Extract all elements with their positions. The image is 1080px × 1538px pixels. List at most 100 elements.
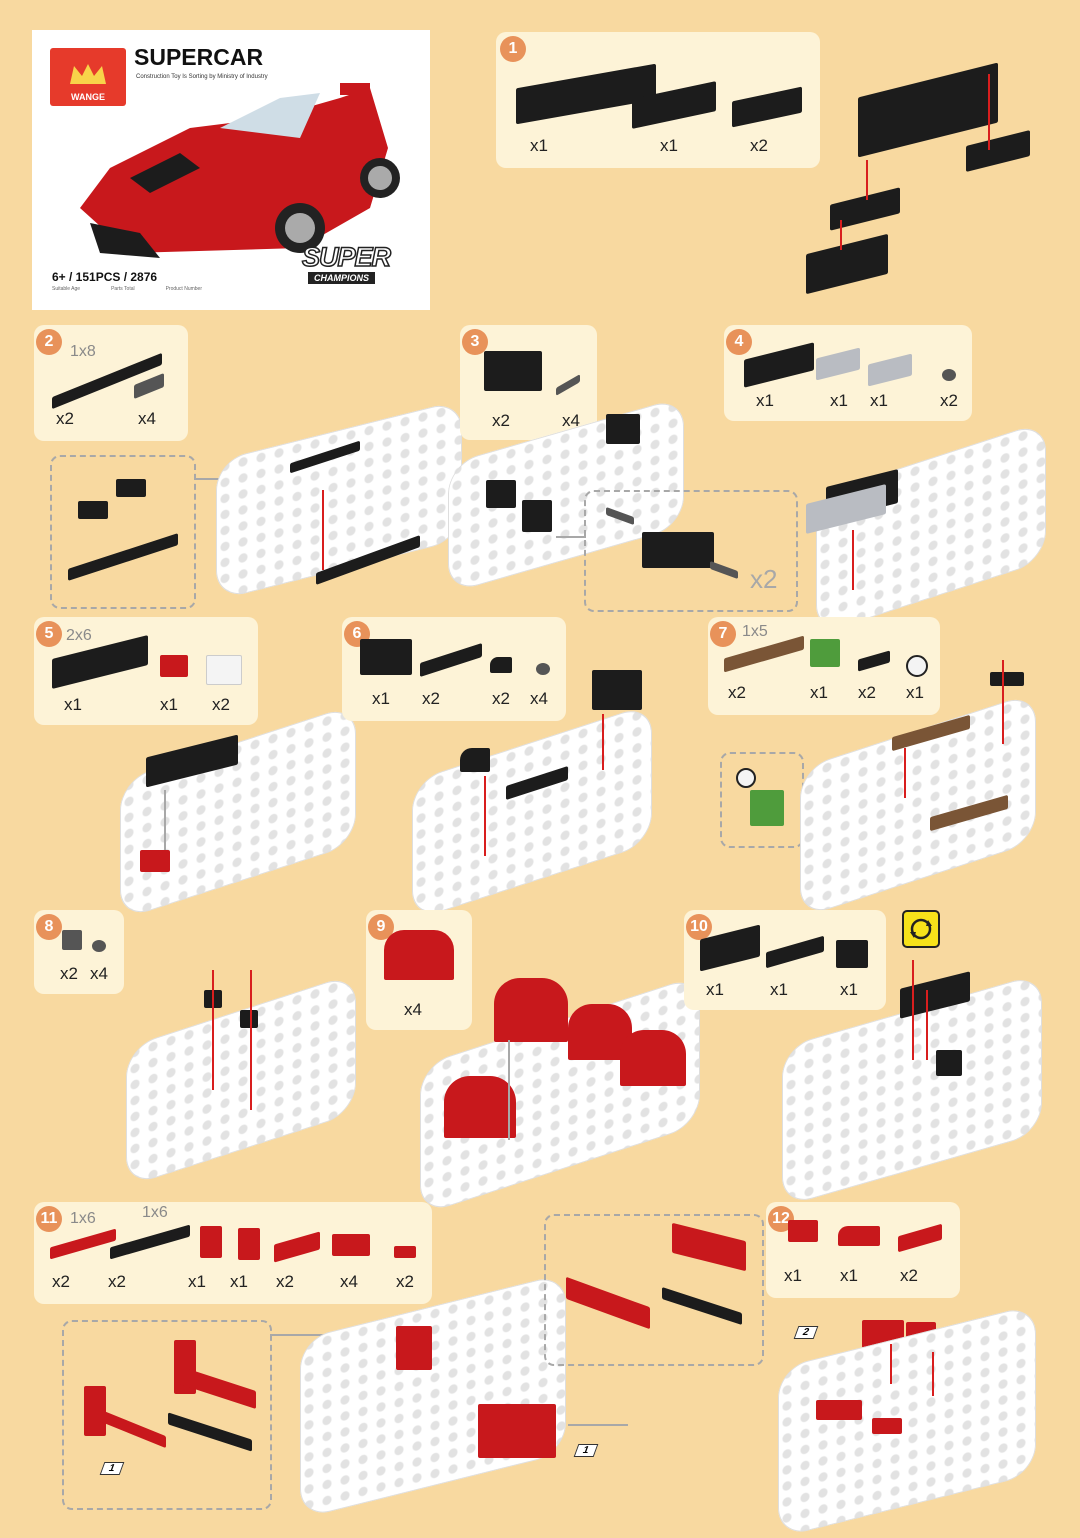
step-4-arrow [852,530,854,590]
rotate-model-icon [902,910,940,948]
step-10-model-brick-2 [936,1050,962,1076]
step-6-arrow-2 [484,776,486,856]
step-6-qty-4: x4 [530,689,548,708]
step-2-dim: 1x8 [70,343,96,360]
brown-plate-1x5-part [724,635,804,673]
red-wedge-left-part [200,1226,222,1258]
step-12-qty-1: x1 [784,1266,802,1285]
red-plate-1x1-part [394,1246,416,1258]
step-4-qty-3: x1 [870,391,888,410]
step-1-arrow-3 [988,74,990,150]
step-3-sub-pin-right [710,560,738,580]
step-12-arrow-2 [932,1352,934,1396]
step-11-qty-5: x2 [276,1272,294,1291]
step-3-sub-bracket [642,532,714,568]
step-7-dim: 1x5 [742,623,768,640]
step-5-qty-3: x2 [212,695,230,714]
step-10-qty-2: x1 [770,980,788,999]
badge-super-text: SUPER [301,241,392,273]
step-5-qty-2: x1 [160,695,178,714]
step-12-callout-a: 2 [793,1326,818,1339]
step-4-qty-1: x1 [756,391,774,410]
step-12-model-part-1 [816,1400,862,1420]
wheel-arch-part [384,930,454,980]
step-3-pointer-arrow [556,536,586,538]
plate-2x4-part [732,86,802,128]
step-7-model-plate-3 [990,672,1024,686]
step-8-arrow-1 [212,970,214,1090]
step-3-callout-qty: x2 [750,564,778,594]
plate-1x4-part [766,935,824,969]
step-7-arrow-1 [904,748,906,798]
step-12-qty-2: x1 [840,1266,858,1285]
step-8-parts-panel: 8 x2 x4 [34,910,124,994]
step-11-sub-tile [96,1407,166,1449]
step-4-model [816,420,1046,636]
step-10-qty-3: x1 [840,980,858,999]
round-plate-part [536,663,550,675]
badge-champions-text: CHAMPIONS [308,272,376,284]
step-5-dim: 2x6 [66,627,92,644]
step-11-sub-right-tile [566,1276,650,1330]
step-8-number: 8 [36,914,62,940]
step-9-guide-line [508,1040,510,1140]
step-1-assembly-plate [966,130,1030,172]
round-plate-part [92,940,106,952]
step-10-parts-panel: 10 x1 x1 x1 [684,910,886,1010]
step-11-subassembly-box-right [544,1214,764,1366]
step-2-sub-bracket-2 [116,479,146,497]
brick-1x2-part [836,940,868,968]
step-2-number: 2 [36,329,62,355]
step-3-subassembly-box: x2 [584,490,798,612]
red-curved-part [838,1226,880,1246]
step-12-parts-panel: 12 x1 x1 x2 [766,1202,960,1298]
step-9-model-arch-4 [444,1076,516,1138]
step-1-number: 1 [500,36,526,62]
step-6-parts-panel: 6 x1 x2 x2 x4 [342,617,566,721]
technic-pin-part [556,374,580,396]
technic-bracket-part [484,351,542,391]
curved-slope-part [490,657,512,673]
step-1-arrow-1 [866,160,868,200]
brick-2x3-part [360,639,412,675]
step-7-number: 7 [710,621,736,647]
step-2-qty-2: x4 [138,409,156,428]
step-7-qty-1: x2 [728,683,746,702]
step-11-sub-upright-2 [84,1386,106,1436]
step-3-number: 3 [462,329,488,355]
step-1-parts-panel: 1 x1 x1 x2 [496,32,820,168]
meta-label-age: Suitable Age [52,286,81,292]
step-5-parts-panel: 5 2x6 x1 x1 x2 [34,617,258,725]
step-1-qty-3: x2 [750,136,768,155]
step-11-sub-plate [176,1365,256,1409]
step-8-model-brick-2 [240,1010,258,1028]
product-subtitle: Construction Toy Is Sorting by Ministry … [136,74,268,80]
step-4-qty-2: x1 [830,391,848,410]
step-12-arrow-1 [890,1344,892,1384]
step-11-parts-panel: 11 1x6 1x6 x2 x2 x1 x1 x2 x4 x2 [34,1202,432,1304]
brand-name: WANGE [70,92,105,102]
red-hinge-part [788,1220,818,1242]
step-11-number: 11 [36,1206,62,1232]
step-8-arrow-2 [250,970,252,1110]
wing-plate-right-part [868,353,912,387]
step-8-model [126,972,356,1188]
step-11-sub-right-bracket [672,1222,746,1272]
product-meta-labels: Suitable Age Parts Total Product Number [52,286,202,292]
step-5-guide-line [164,790,166,850]
step-2-sub-bracket-1 [78,501,108,519]
white-brick-part [206,655,242,685]
step-6-model-slope [460,748,490,772]
step-5-number: 5 [36,621,62,647]
step-6-qty-1: x1 [372,689,390,708]
step-2-sub-plate [68,533,178,581]
step-4-number: 4 [726,329,752,355]
step-10-arrow-2 [926,990,928,1060]
red-plate-1x2-part [898,1223,942,1253]
step-11-pointer-arrow-right [568,1424,628,1426]
step-7-sub-lever [750,790,784,826]
meta-label-number: Product Number [165,286,202,292]
step-6-model-brick [592,670,642,710]
plate-1x4-part [420,642,482,678]
step-6-qty-3: x2 [492,689,510,708]
